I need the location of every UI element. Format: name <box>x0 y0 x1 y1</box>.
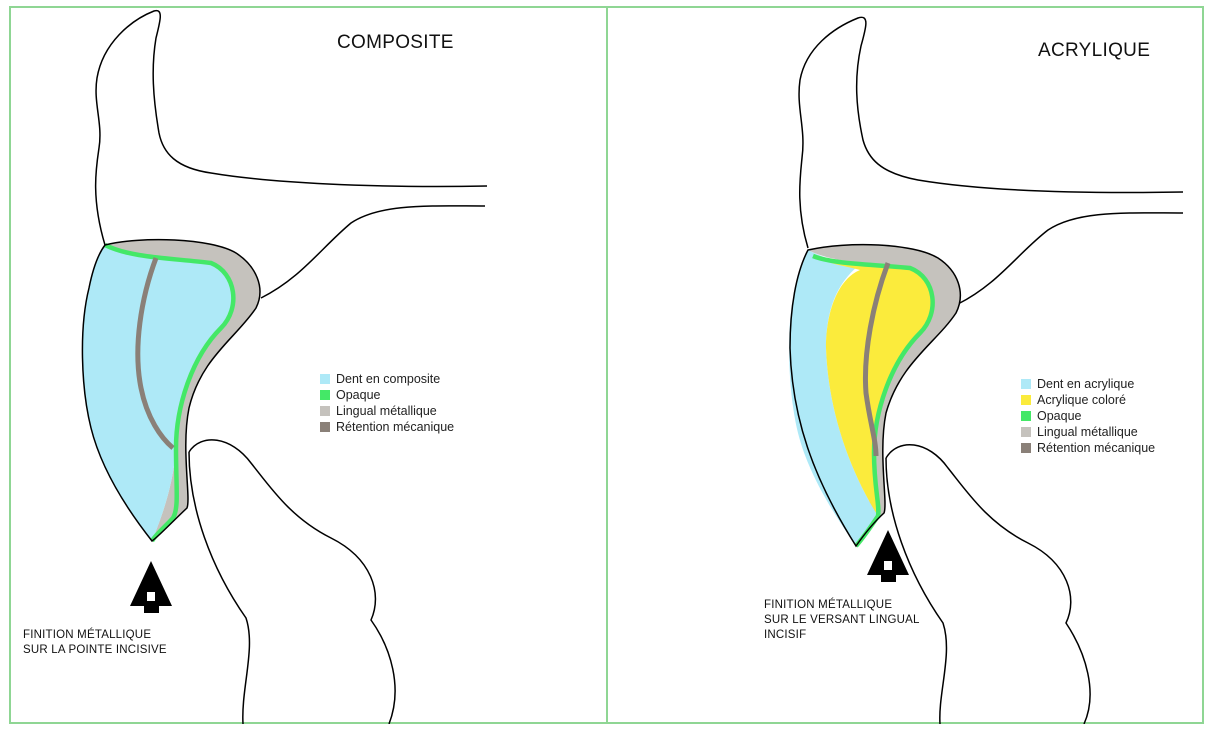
caption-line: SUR LE VERSANT LINGUAL <box>764 614 920 626</box>
legend-item: Opaque <box>320 387 454 403</box>
legend-item: Dent en composite <box>320 371 454 387</box>
legend-item: Lingual métallique <box>1021 424 1155 440</box>
retention-line <box>863 262 891 457</box>
legend-swatch <box>320 406 330 416</box>
acrylic-tooth-region-main <box>790 250 878 546</box>
gum-line <box>957 212 1184 305</box>
arrow-notch-icon <box>147 592 155 601</box>
legend-label: Acrylique coloré <box>1037 393 1126 407</box>
crown-outline <box>789 243 961 548</box>
legend-label: Rétention mécanique <box>336 420 455 434</box>
legend-swatch <box>320 374 330 384</box>
upper-tooth-outline <box>798 16 1184 249</box>
legend-item: Dent en acrylique <box>1021 376 1155 392</box>
legend-item: Rétention mécanique <box>320 419 454 435</box>
composite-diagram <box>81 9 488 724</box>
caption-line: INCISIF <box>764 629 807 641</box>
lower-tooth-inner <box>188 451 251 724</box>
composite-caption: FINITION MÉTALLIQUE SUR LA POINTE INCISIV… <box>23 628 167 658</box>
legend-swatch <box>1021 411 1031 421</box>
legend-item: Rétention mécanique <box>1021 440 1155 456</box>
legend-swatch <box>1021 427 1031 437</box>
arrow-notch-icon <box>884 561 892 570</box>
acrylique-caption: FINITION MÉTALLIQUE SUR LE VERSANT LINGUA… <box>764 598 920 643</box>
legend-item: Opaque <box>1021 408 1155 424</box>
legend-label: Lingual métallique <box>336 404 437 418</box>
legend-item: Lingual métallique <box>320 403 454 419</box>
legend-label: Dent en acrylique <box>1037 377 1135 391</box>
composite-title: COMPOSITE <box>337 32 454 53</box>
retention-line <box>135 257 175 450</box>
legend-label: Rétention mécanique <box>1037 441 1156 455</box>
caption-line: FINITION MÉTALLIQUE <box>764 599 893 611</box>
lower-tooth-outline <box>188 439 396 724</box>
legend-label: Lingual métallique <box>1037 425 1138 439</box>
legend-label: Opaque <box>1037 409 1082 423</box>
lower-tooth-inner <box>885 457 948 724</box>
caption-line: SUR LA POINTE INCISIVE <box>23 644 167 656</box>
legend-swatch <box>320 422 330 432</box>
legend-swatch <box>1021 443 1031 453</box>
legend-swatch <box>1021 379 1031 389</box>
opaque-line <box>103 242 236 543</box>
acrylique-diagram <box>789 16 1184 724</box>
lingual-metal-region <box>105 239 260 541</box>
legend-swatch <box>320 390 330 400</box>
caption-line: FINITION MÉTALLIQUE <box>23 629 152 641</box>
legend-swatch <box>1021 395 1031 405</box>
crown-outline <box>81 238 261 543</box>
composite-tooth-region <box>82 245 234 541</box>
lower-tooth-outline <box>885 444 1091 724</box>
gum-line <box>260 205 486 299</box>
acrylique-title: ACRYLIQUE <box>1038 40 1151 61</box>
arrow-up-icon <box>130 561 172 613</box>
upper-tooth-outline <box>94 9 488 246</box>
legend-label: Dent en composite <box>336 372 441 386</box>
arrow-up-icon <box>867 530 909 582</box>
colored-acrylic-region <box>820 258 933 516</box>
legend-item: Acrylique coloré <box>1021 392 1155 408</box>
legend-label: Opaque <box>336 388 381 402</box>
opaque-line <box>812 253 935 548</box>
